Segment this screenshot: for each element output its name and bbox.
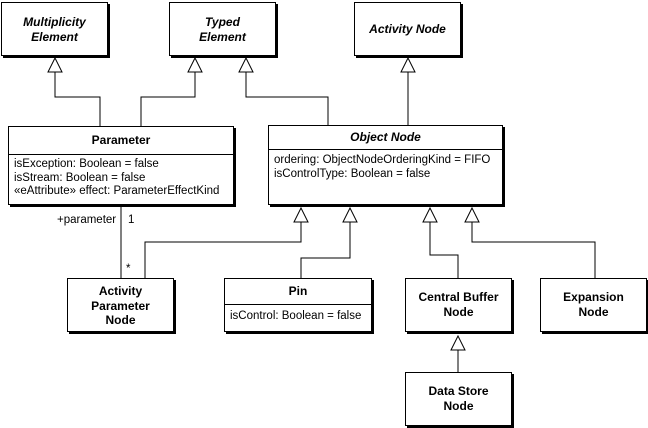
class-name: Data Store Node [428,384,489,413]
attribute: «eAttribute» effect: ParameterEffectKind [14,185,220,197]
attribute: isStream: Boolean = false [14,171,146,184]
class-activity-node: Activity Node [354,2,461,56]
generalization-objectnode-typed [245,72,329,125]
class-data-store-node: Data Store Node [405,372,512,426]
attribute-list: ordering: ObjectNodeOrderingKind = FIFO … [274,154,499,181]
attribute: ordering: ObjectNodeOrderingKind = FIFO [274,154,491,166]
class-name: Object Node [350,130,421,144]
attribute: isControl: Boolean = false [230,310,362,322]
class-multiplicity-element: Multiplicity Element [1,2,108,56]
generalization-cbn-objectnode [429,222,459,278]
class-expansion-node: Expansion Node [540,278,647,332]
generalization-parameter-multiplicity [54,72,101,126]
class-central-buffer-node: Central Buffer Node [405,278,512,332]
generalization-arrowhead [422,206,438,223]
attribute: isControlType: Boolean = false [274,167,431,180]
compartment-divider [9,154,233,155]
class-name: Activity Parameter Node [91,284,150,327]
generalization-arrowhead [450,334,466,351]
class-name: Central Buffer Node [418,290,499,319]
attribute-list: isControl: Boolean = false [230,310,368,324]
class-pin: Pin isControl: Boolean = false [224,278,372,332]
class-object-node: Object Node ordering: ObjectNodeOrdering… [268,125,503,205]
generalization-arrowhead [47,56,63,73]
association-multiplicity-label: * [126,263,131,275]
compartment-divider [269,149,502,150]
generalization-parameter-typed [140,72,196,126]
generalization-arrowhead [293,206,309,223]
attribute: isException: Boolean = false [14,158,159,170]
association-multiplicity-label: 1 [128,214,135,226]
generalization-arrowhead [238,56,254,73]
generalization-apn-objectnode [144,222,302,278]
generalization-arrowhead [342,206,358,223]
generalization-arrowhead [187,56,203,73]
generalization-expansion-objectnode [471,222,596,278]
class-name: Multiplicity Element [23,15,86,44]
generalization-pin-objectnode [300,222,351,278]
class-name: Parameter [91,133,151,147]
class-activity-parameter-node: Activity Parameter Node [67,278,174,332]
class-name: Activity Node [369,22,446,36]
generalization-arrowhead [464,206,480,223]
generalization-arrowhead [400,56,416,73]
class-typed-element: Typed Element [169,2,276,56]
attribute-list: isException: Boolean = false isStream: B… [14,158,230,199]
association-role-label: +parameter [57,214,117,226]
class-name: Pin [288,284,308,298]
class-name: Expansion Node [563,290,624,319]
class-name: Typed Element [199,15,246,44]
class-parameter: Parameter isException: Boolean = false i… [8,126,234,205]
compartment-divider [225,304,371,305]
